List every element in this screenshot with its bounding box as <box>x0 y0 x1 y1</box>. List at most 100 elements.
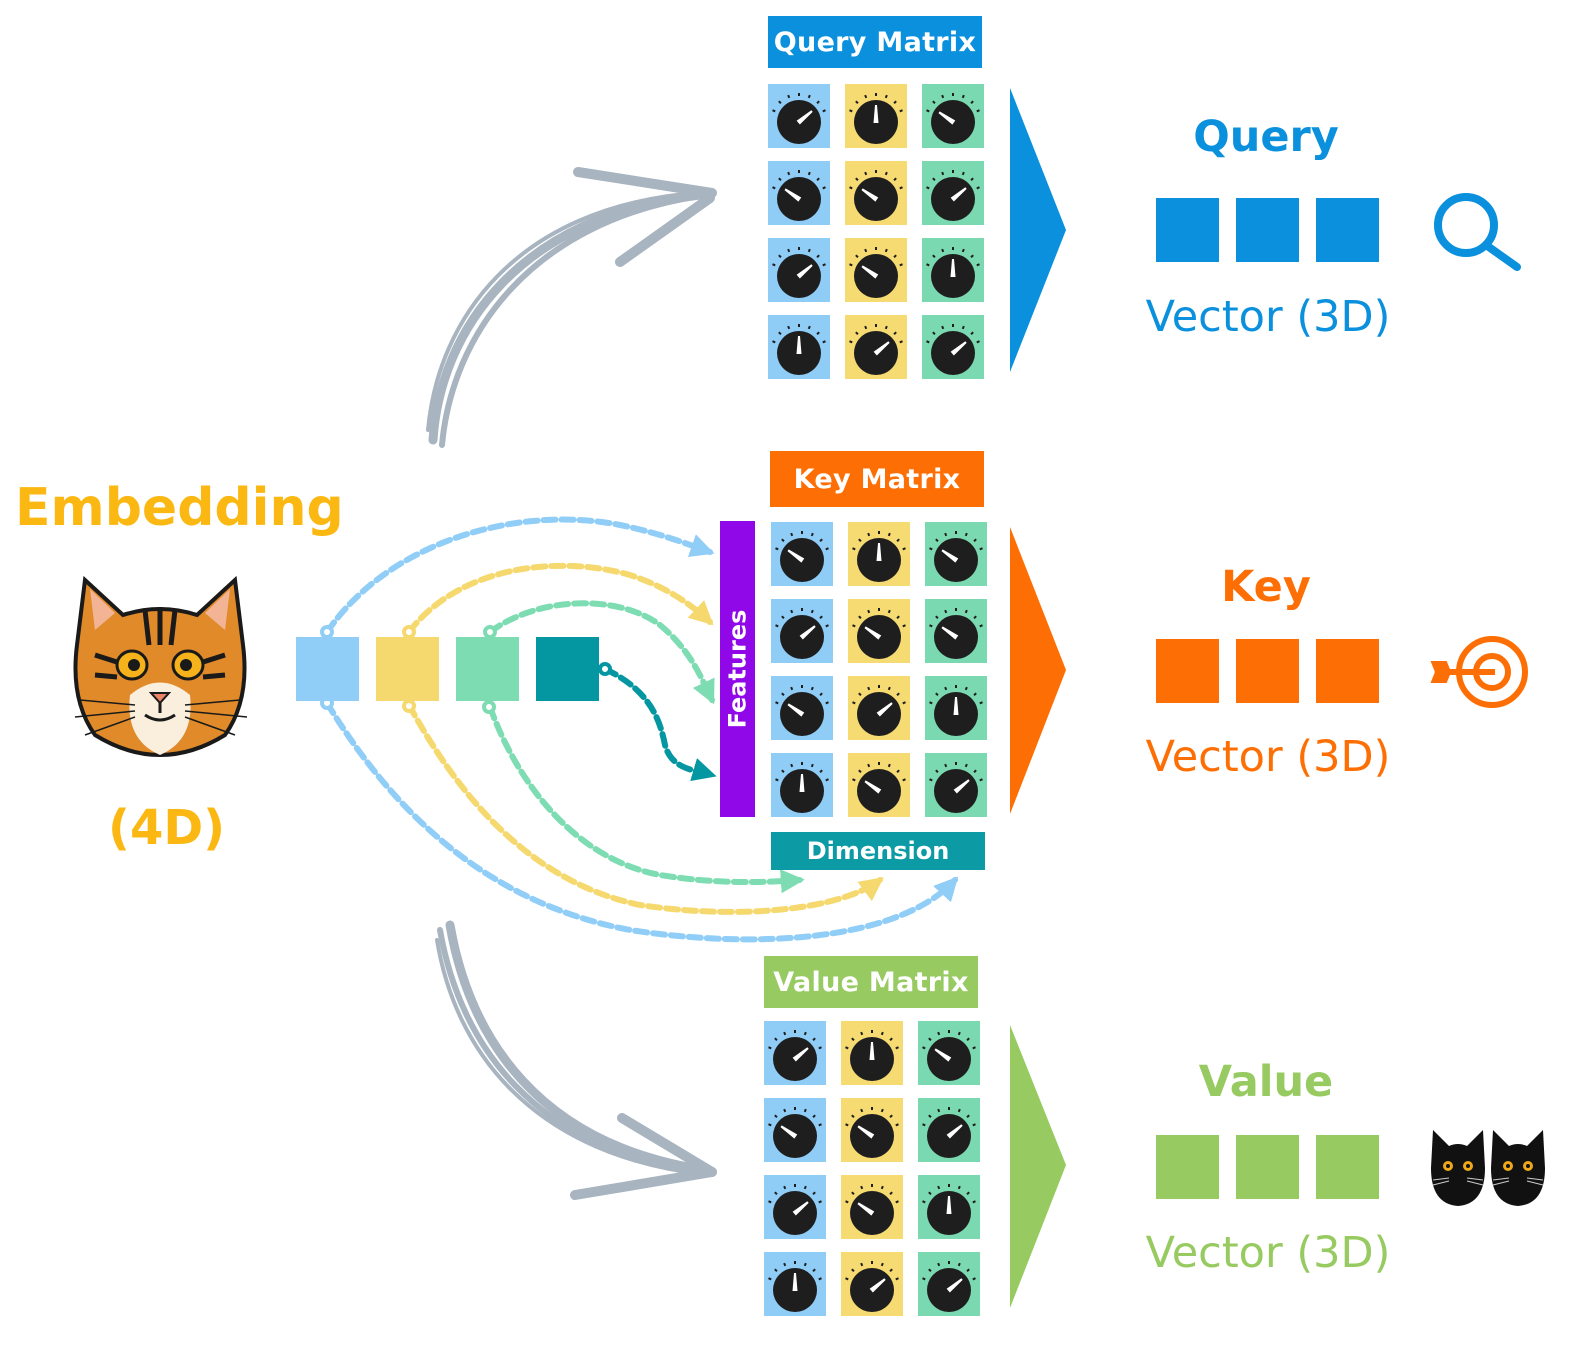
value-matrix-knob[interactable] <box>918 1175 980 1239</box>
dial-icon <box>845 1107 899 1158</box>
value-matrix-knob[interactable] <box>764 1252 826 1316</box>
dial-icon <box>775 531 829 582</box>
query-matrix-knob[interactable] <box>922 161 984 225</box>
target-arrow-icon <box>1430 636 1528 708</box>
key-matrix-knob[interactable] <box>925 522 987 586</box>
query-matrix-knob[interactable] <box>922 315 984 379</box>
dial-icon <box>772 93 826 144</box>
key-matrix-knob[interactable] <box>848 753 910 817</box>
query-matrix-knob[interactable] <box>845 238 907 302</box>
dial-icon <box>775 608 829 659</box>
dial-icon <box>775 762 829 813</box>
value-output-triangle <box>1010 1025 1066 1308</box>
query-matrix-knob[interactable] <box>768 84 830 148</box>
dial-icon <box>852 608 906 659</box>
key-matrix-knob[interactable] <box>771 753 833 817</box>
value-vector-cell <box>1236 1135 1299 1199</box>
value-matrix-knob[interactable] <box>764 1021 826 1085</box>
dial-icon <box>845 1184 899 1235</box>
dial-icon <box>926 170 980 221</box>
dial-icon <box>929 531 983 582</box>
dial-icon <box>772 170 826 221</box>
key-matrix-knob[interactable] <box>925 753 987 817</box>
value-matrix-knob[interactable] <box>918 1021 980 1085</box>
dial-icon <box>926 247 980 298</box>
value-matrix-knob[interactable] <box>841 1252 903 1316</box>
query-vector-cell <box>1236 198 1299 262</box>
key-vector-cell <box>1316 639 1379 703</box>
query-matrix-knob[interactable] <box>922 238 984 302</box>
embedding-title: Embedding <box>15 478 344 538</box>
dial-icon <box>922 1107 976 1158</box>
dial-icon <box>775 685 829 736</box>
dial-icon <box>768 1261 822 1312</box>
query-output-triangle <box>1010 88 1066 372</box>
query-matrix-knob[interactable] <box>845 161 907 225</box>
key-matrix-title: Key Matrix <box>770 451 984 507</box>
connector-blue-features <box>324 516 715 635</box>
value-matrix-knob[interactable] <box>918 1098 980 1162</box>
dial-icon <box>845 1261 899 1312</box>
embedding-vector-cell <box>456 637 519 701</box>
key-matrix-knob[interactable] <box>771 522 833 586</box>
dial-icon <box>768 1107 822 1158</box>
dial-icon <box>926 324 980 375</box>
value-matrix-knob[interactable] <box>918 1252 980 1316</box>
query-matrix-knob[interactable] <box>922 84 984 148</box>
dial-icon <box>922 1030 976 1081</box>
dial-icon <box>929 608 983 659</box>
connector-yellow-features <box>406 562 714 635</box>
query-matrix-knob[interactable] <box>845 315 907 379</box>
embedding-vector-cell <box>536 637 599 701</box>
dial-icon <box>849 93 903 144</box>
query-vector-cell <box>1316 198 1379 262</box>
query-matrix-knob[interactable] <box>768 315 830 379</box>
features-axis-text: Features <box>723 609 752 729</box>
value-matrix-knob[interactable] <box>764 1098 826 1162</box>
value-matrix-title: Value Matrix <box>764 956 978 1008</box>
query-matrix-knob[interactable] <box>768 161 830 225</box>
value-matrix-knob[interactable] <box>841 1175 903 1239</box>
value-matrix-knob[interactable] <box>841 1098 903 1162</box>
dial-icon <box>922 1261 976 1312</box>
key-matrix-knob[interactable] <box>848 522 910 586</box>
connector-green-dimension <box>487 704 805 894</box>
key-matrix-knob[interactable] <box>848 599 910 663</box>
key-matrix-knob[interactable] <box>771 676 833 740</box>
dial-icon <box>849 247 903 298</box>
key-vector-cell <box>1236 639 1299 703</box>
dial-icon <box>929 685 983 736</box>
dial-icon <box>852 685 906 736</box>
key-matrix-knob[interactable] <box>925 599 987 663</box>
key-matrix-knob[interactable] <box>925 676 987 740</box>
embedding-vector-cell <box>376 637 439 701</box>
dial-icon <box>929 762 983 813</box>
dial-icon <box>852 762 906 813</box>
key-matrix-knob[interactable] <box>848 676 910 740</box>
query-matrix-title: Query Matrix <box>768 16 982 68</box>
value-vector-label: Vector (3D) <box>1145 1228 1391 1278</box>
key-vector-label: Vector (3D) <box>1145 732 1391 782</box>
dial-icon <box>922 1184 976 1235</box>
dimension-axis-label: Dimension <box>771 832 985 870</box>
key-matrix-knob[interactable] <box>771 599 833 663</box>
connector-teal-features <box>602 666 717 782</box>
dial-icon <box>768 1030 822 1081</box>
query-matrix-knob[interactable] <box>845 84 907 148</box>
embedding-to-features-connectors <box>324 516 959 943</box>
embedding-dimension: (4D) <box>108 800 226 856</box>
flow-arrow-to-value <box>435 920 717 1200</box>
query-matrix-knob[interactable] <box>768 238 830 302</box>
embedding-vector-cell <box>296 637 359 701</box>
connector-green-features <box>487 600 715 705</box>
dial-icon <box>772 247 826 298</box>
connector-blue-dimension <box>324 700 959 943</box>
features-axis-label: Features <box>720 521 755 817</box>
value-output-label: Value <box>1198 1057 1334 1107</box>
query-output-label: Query <box>1193 112 1339 162</box>
value-matrix-knob[interactable] <box>841 1021 903 1085</box>
key-output-triangle <box>1010 527 1066 814</box>
value-matrix-knob[interactable] <box>764 1175 826 1239</box>
key-vector-cell <box>1156 639 1219 703</box>
